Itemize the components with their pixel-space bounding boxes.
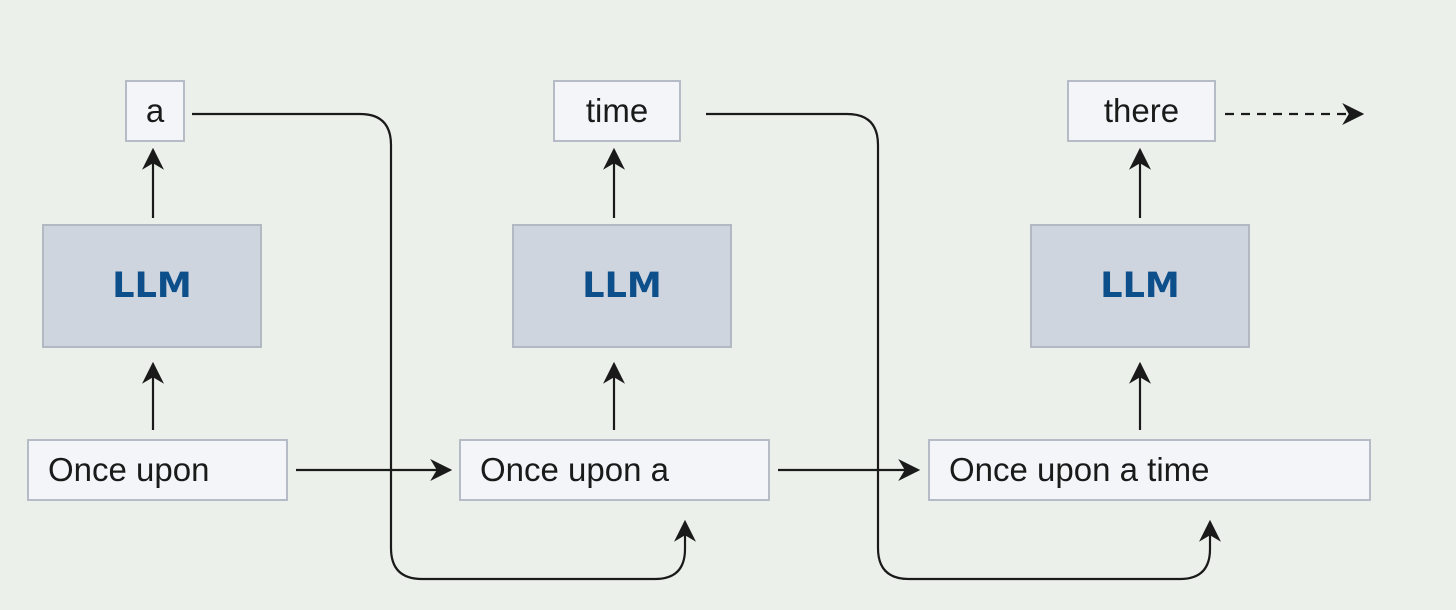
input-text-3: Once upon a time <box>928 439 1371 501</box>
output-token-2: time <box>553 80 681 142</box>
input-text-2: Once upon a <box>459 439 770 501</box>
output-token-1: a <box>125 80 185 142</box>
feedback-output2-to-input3 <box>706 112 1221 581</box>
input-text-1: Once upon <box>27 439 288 501</box>
output-token-3: there <box>1067 80 1216 142</box>
feedback-output1-to-input2 <box>192 112 696 581</box>
llm-box-1: LLM <box>42 224 262 348</box>
llm-box-3: LLM <box>1030 224 1250 348</box>
llm-box-2: LLM <box>512 224 732 348</box>
